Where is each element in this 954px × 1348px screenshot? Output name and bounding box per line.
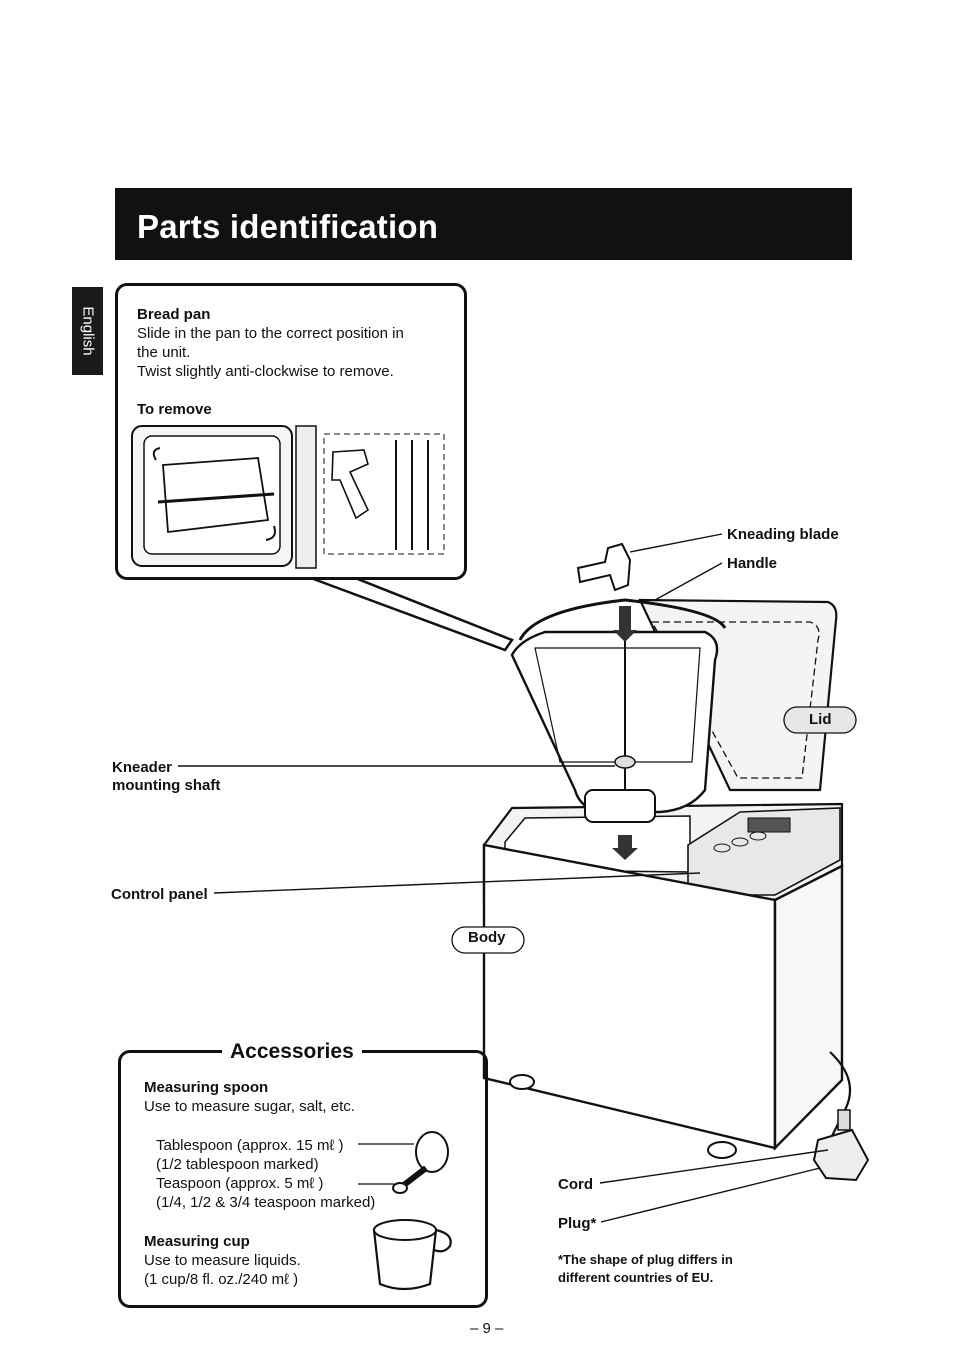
- blade-arrow-icon: [613, 606, 637, 642]
- lid-seal: [650, 621, 820, 779]
- handle-label: Handle: [727, 555, 778, 572]
- page-number: – 9 –: [470, 1320, 504, 1337]
- language-tab: English: [72, 287, 103, 375]
- plug-note: *The shape of plug differs in different …: [558, 1252, 733, 1285]
- control-panel-label: Control panel: [111, 886, 208, 903]
- insert-arrow-icon: [612, 835, 638, 860]
- tablespoon-line: Tablespoon (approx. 15 mℓ ): [156, 1137, 344, 1154]
- measuring-spoon-title: Measuring spoon: [144, 1079, 269, 1096]
- accessories-illustration: [358, 1131, 452, 1291]
- bread-pan-title: Bread pan: [137, 306, 211, 323]
- page-title: Parts identification: [137, 208, 439, 245]
- to-remove-title: To remove: [137, 401, 212, 418]
- lid-label-bubble: [783, 706, 857, 734]
- body-label-bubble: [451, 926, 525, 954]
- tablespoon-mark: (1/2 tablespoon marked): [156, 1156, 319, 1173]
- pan-handle-shape: [518, 598, 727, 641]
- body-label: Body: [468, 929, 506, 946]
- to-remove-illustration: [131, 425, 445, 569]
- kneader-mounting-shaft-label: Kneader mounting shaft: [112, 759, 221, 794]
- tablespoon-icon: [415, 1131, 449, 1173]
- teaspoon-line: Teaspoon (approx. 5 mℓ ): [156, 1175, 324, 1192]
- plug-label: Plug*: [558, 1215, 597, 1232]
- kneading-blade-label: Kneading blade: [727, 526, 839, 543]
- plug-shape: [812, 1128, 870, 1182]
- measuring-cup-title: Measuring cup: [144, 1233, 250, 1250]
- accessories-title: Accessories: [222, 1040, 362, 1064]
- cord-label: Cord: [558, 1176, 593, 1193]
- kneading-blade-shape: [576, 542, 632, 592]
- bread-pan-description: Slide in the pan to the correct position…: [137, 325, 404, 380]
- measuring-cup-capacity: (1 cup/8 fl. oz./240 mℓ ): [144, 1271, 299, 1288]
- lid-label: Lid: [809, 711, 832, 728]
- body-side: [773, 864, 844, 1151]
- teaspoon-icon: [392, 1182, 408, 1194]
- measuring-cup-desc: Use to measure liquids.: [144, 1252, 301, 1269]
- page-title-bar: Parts identification: [115, 188, 852, 260]
- callout-pointer: [299, 572, 514, 652]
- measuring-spoon-desc: Use to measure sugar, salt, etc.: [144, 1098, 355, 1115]
- teaspoon-mark: (1/4, 1/2 & 3/4 teaspoon marked): [156, 1194, 376, 1211]
- control-panel-display: [747, 817, 791, 833]
- bread-pan-shape: [510, 630, 719, 814]
